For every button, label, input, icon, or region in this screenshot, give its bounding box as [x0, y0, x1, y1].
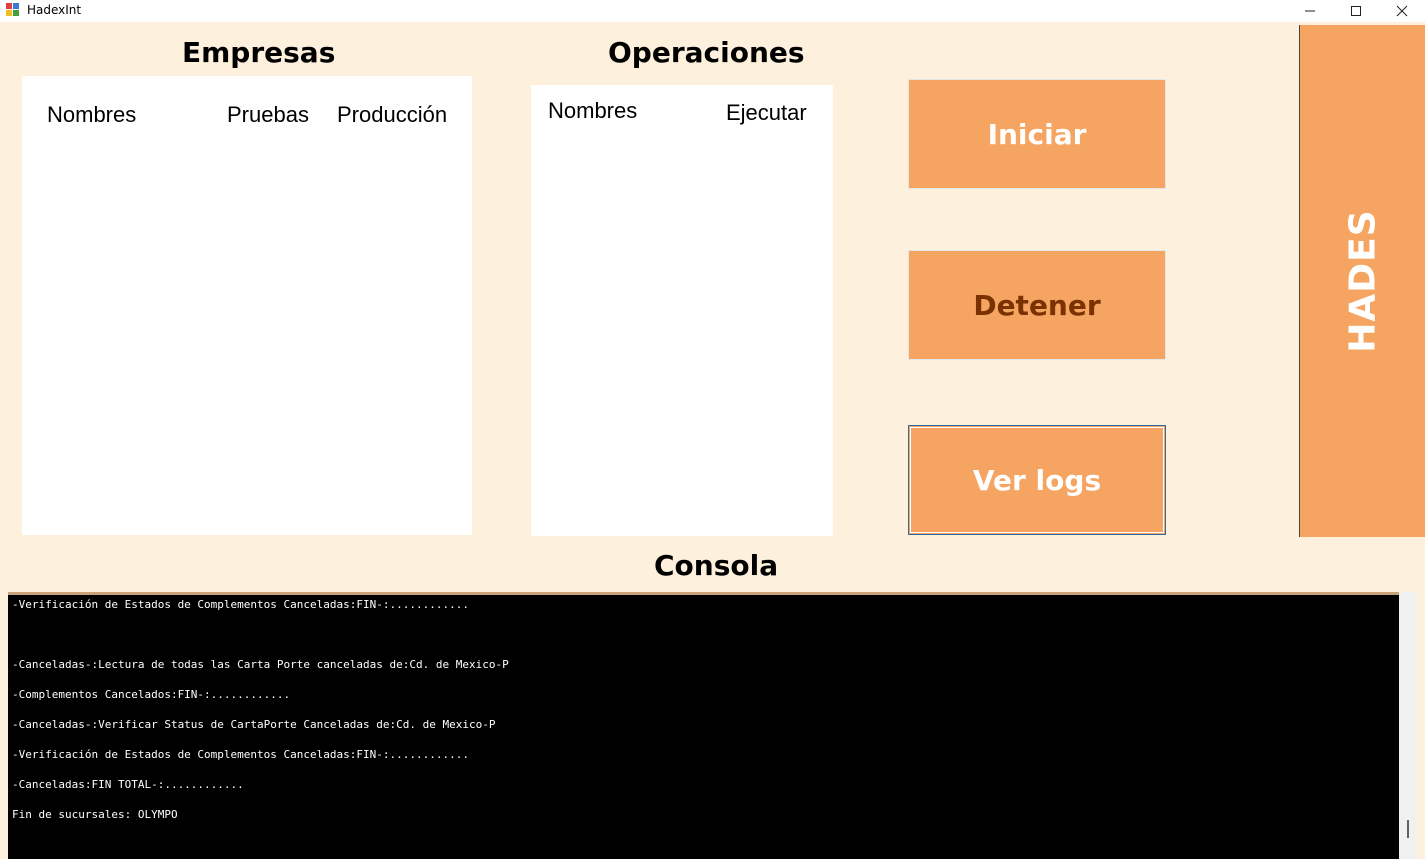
empresas-col-produccion[interactable]: Producción	[337, 102, 448, 127]
view-logs-button[interactable]: Ver logs	[908, 425, 1166, 535]
window-title: HadexInt	[27, 3, 82, 17]
stop-button[interactable]: Detener	[908, 250, 1166, 360]
start-button[interactable]: Iniciar	[908, 79, 1166, 189]
operaciones-title: Operaciones	[608, 36, 805, 69]
app-icon	[6, 3, 20, 17]
close-button[interactable]	[1379, 0, 1425, 22]
empresas-list[interactable]: Nombres Pruebas Producción	[22, 76, 472, 535]
console-scrollbar[interactable]	[1399, 592, 1417, 859]
empresas-col-nombres[interactable]: Nombres	[47, 102, 137, 127]
console-scroll-thumb[interactable]	[1407, 820, 1409, 838]
console-line: -Complementos Cancelados:FIN-:..........…	[12, 688, 291, 701]
hades-side-panel: HADES	[1299, 25, 1425, 537]
hades-label: HADES	[1342, 209, 1383, 353]
maximize-button[interactable]	[1333, 0, 1379, 22]
title-bar: HadexInt	[0, 0, 1425, 22]
maximize-icon	[1351, 6, 1361, 16]
console-line: -Verificación de Estados de Complementos…	[12, 748, 469, 761]
console-lines: -Verificación de Estados de Complementos…	[12, 595, 1402, 835]
minimize-icon	[1305, 10, 1315, 12]
empresas-col-pruebas[interactable]: Pruebas	[227, 102, 309, 127]
empresas-title: Empresas	[182, 36, 336, 69]
console-line: -Canceladas:FIN TOTAL-:............	[12, 778, 244, 791]
console-title: Consola	[654, 549, 779, 582]
console-line: -Canceladas-:Verificar Status de CartaPo…	[12, 718, 496, 731]
console-output[interactable]: -Verificación de Estados de Complementos…	[8, 592, 1417, 859]
operaciones-col-ejecutar[interactable]: Ejecutar	[726, 100, 807, 125]
close-icon	[1396, 5, 1408, 17]
operaciones-list[interactable]: Nombres Ejecutar	[531, 85, 833, 536]
console-line: -Verificación de Estados de Complementos…	[12, 598, 469, 611]
console-line: -Canceladas-:Lectura de todas las Carta …	[12, 658, 509, 671]
operaciones-col-nombres[interactable]: Nombres	[548, 98, 638, 123]
minimize-button[interactable]	[1287, 0, 1333, 22]
console-line: Fin de sucursales: OLYMPO	[12, 808, 178, 821]
